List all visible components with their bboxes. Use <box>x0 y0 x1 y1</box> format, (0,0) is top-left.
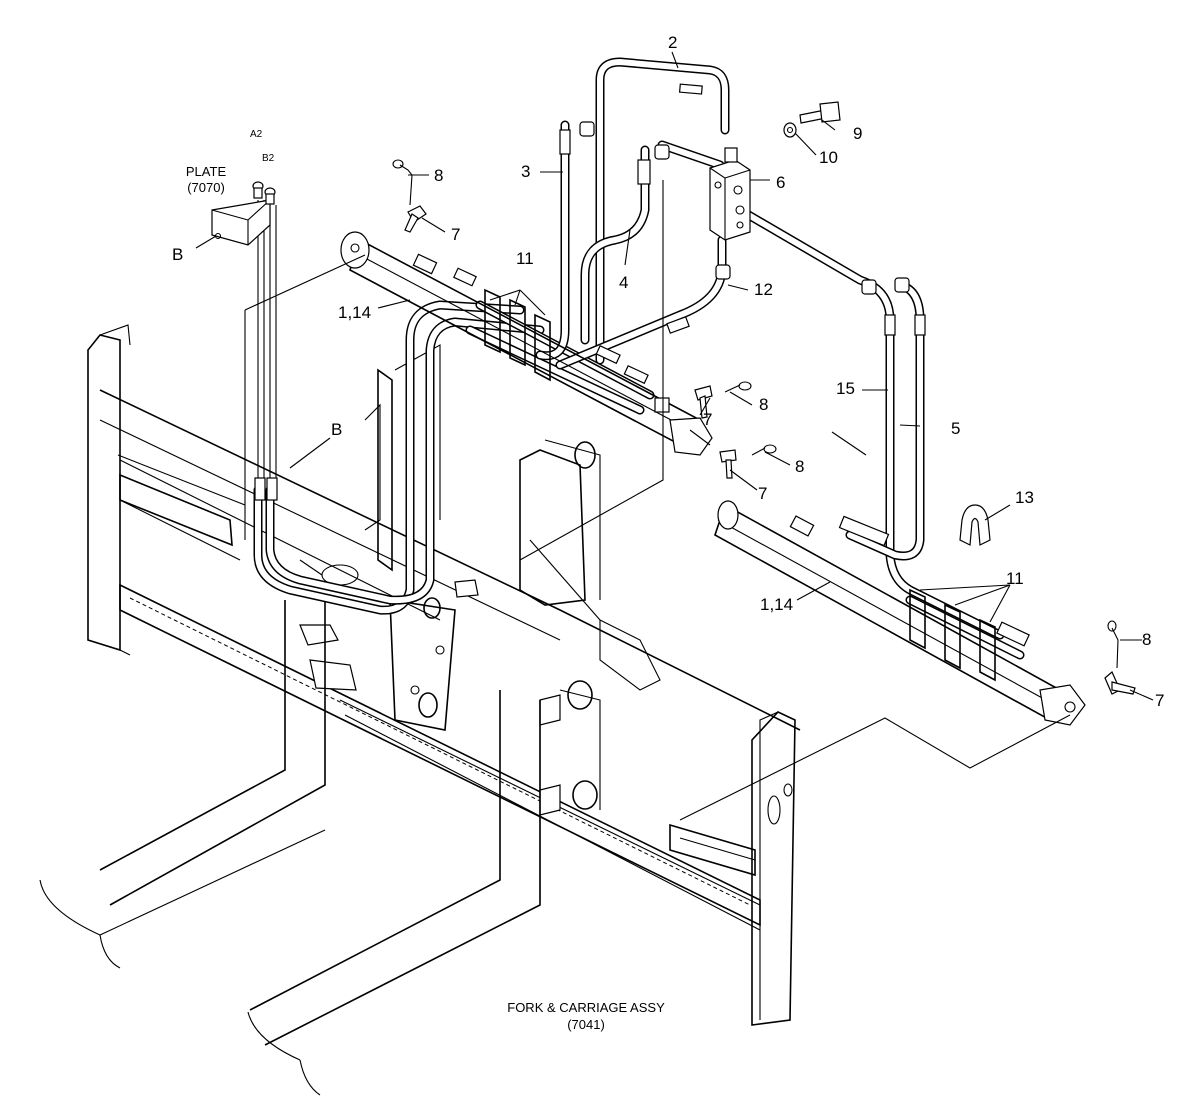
leader-lines <box>195 51 1154 821</box>
label-part-11-lower: 11 <box>1006 569 1024 588</box>
label-part-3: 3 <box>521 162 530 181</box>
label-part-11-upper: 11 <box>516 249 534 268</box>
label-assy-title: FORK & CARRIAGE ASSY <box>507 1000 665 1015</box>
valve-block <box>709 147 751 241</box>
label-part-9: 9 <box>853 124 862 143</box>
label-b-upper: B <box>172 245 183 264</box>
label-part-13: 13 <box>1015 488 1034 507</box>
label-part-7-top: 7 <box>451 225 460 244</box>
label-part-7-right: 7 <box>1155 691 1164 710</box>
label-part-2: 2 <box>668 33 677 52</box>
label-plate-code: (7070) <box>187 180 225 195</box>
mast-uprights <box>299 344 661 900</box>
label-part-8-right: 8 <box>1142 630 1151 649</box>
cylinder-lower <box>714 500 1086 726</box>
pins-and-clips <box>392 101 1136 695</box>
label-part-5: 5 <box>951 419 960 438</box>
label-part-8-low: 8 <box>795 457 804 476</box>
label-part-7-low: 7 <box>758 484 767 503</box>
label-plate-title: PLATE <box>186 164 227 179</box>
label-port-b2: B2 <box>262 153 275 164</box>
hose-bundle <box>253 57 1030 660</box>
hose-clamps <box>484 288 996 682</box>
fork-left <box>39 600 326 969</box>
label-b-lower: B <box>331 420 342 439</box>
label-part-12: 12 <box>754 280 773 299</box>
carriage-frame <box>87 324 801 1026</box>
fork-right <box>247 690 541 1096</box>
label-port-a2: A2 <box>250 129 263 140</box>
label-part-8-top: 8 <box>434 166 443 185</box>
label-assy-code: (7041) <box>567 1017 605 1032</box>
label-part-15: 15 <box>836 379 855 398</box>
plate-7070 <box>211 181 276 246</box>
label-part-1-14-lower: 1,14 <box>760 595 793 614</box>
label-part-10: 10 <box>819 148 838 167</box>
label-part-6: 6 <box>776 173 785 192</box>
label-part-4: 4 <box>619 273 628 292</box>
callout-labels: PLATE (7070) A2 B2 B B 2 3 4 5 6 7 7 7 7… <box>172 33 1164 1032</box>
label-part-8-mid: 8 <box>759 395 768 414</box>
label-part-1-14-upper: 1,14 <box>338 303 371 322</box>
label-part-7-mid: 7 <box>703 410 712 429</box>
